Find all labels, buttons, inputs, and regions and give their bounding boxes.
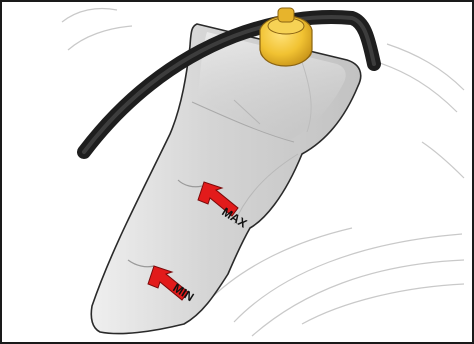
- coolant-reservoir: [91, 24, 360, 334]
